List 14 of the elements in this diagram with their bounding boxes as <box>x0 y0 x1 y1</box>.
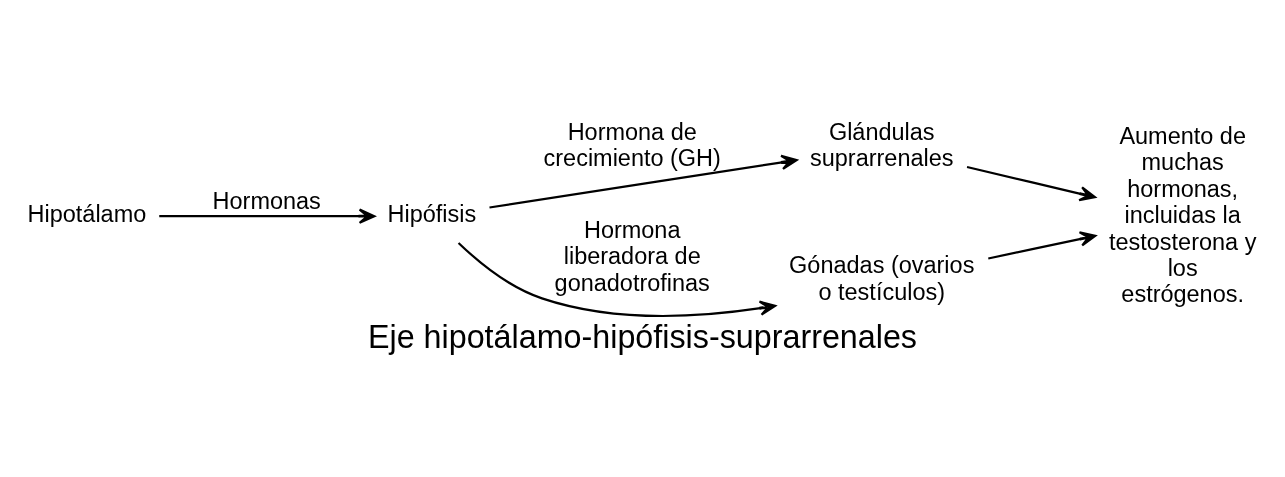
arrow <box>966 165 1096 201</box>
node-text: Glándulas suprarrenales <box>810 118 954 171</box>
node-text: Gónadas (ovarios o testículos) <box>789 251 975 305</box>
node-text: Hipotálamo <box>27 200 147 227</box>
caption: Eje hipotálamo-hipófisis-suprarrenales <box>367 318 918 355</box>
edge-label: Hormona liberadora de gonadotrofinas <box>554 216 710 296</box>
arrow <box>988 230 1097 260</box>
arrow <box>489 154 798 209</box>
node-text: Aumento de muchas hormonas, incluidas la testosterona y los estrógenos. <box>1108 122 1257 307</box>
node-text: Hipófisis <box>387 200 477 227</box>
arrow <box>457 241 777 317</box>
edge-label: Hormona de crecimiento (GH) <box>543 118 721 171</box>
arrow <box>159 207 376 224</box>
edge-label: Hormonas <box>212 187 321 214</box>
